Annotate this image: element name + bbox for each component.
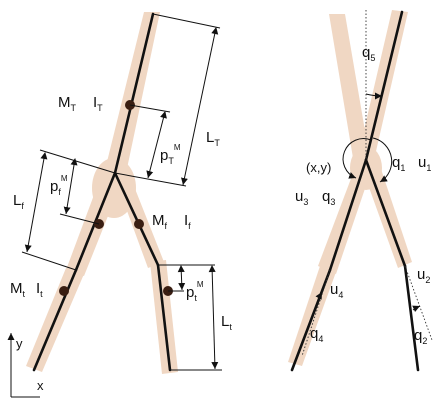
back-mass-label: Mt [10,280,26,299]
pf-ext-bottom [59,213,100,225]
front-mass-label: Mf [152,212,168,231]
trunk-inertia-label: IT [93,94,103,113]
trunk-length-label: LT [206,129,220,148]
Lf-ext-bottom [21,251,77,271]
Lf-dimension-arrow [24,152,48,253]
right-back-shank-line [290,268,332,372]
right-front-shank-line [403,264,420,372]
pt-dimension-arrow [177,265,186,291]
front-length-label: Lf [13,192,24,211]
trunk-shading [103,12,160,178]
front-shank-line [156,263,172,372]
right-limb-shading [288,10,412,366]
back-length-label: Lt [221,313,232,332]
q4-label: q4 [310,325,323,344]
trunk-line [113,12,155,175]
left-model: MT IT pTM LT Lf pfM Mf If ptM Lt Mt It y… [7,12,232,398]
LT-ext-bottom [114,172,187,187]
coordinate-axes: y x [7,333,44,398]
back-inertia-label: It [36,280,43,299]
q3-label: q3 [322,188,335,207]
q3-arc [342,138,372,179]
dimension-lines [21,13,222,371]
front-mass-point [134,219,144,229]
front-thigh-line [113,171,160,267]
reference-lines [301,10,433,357]
pT-dimension-arrow [146,111,167,179]
q5-label: q5 [362,44,375,63]
back-shank-mass-point [59,286,69,296]
front-thigh-extension [404,265,433,341]
right-back-thigh-line [328,158,368,272]
angle-arcs [315,92,421,313]
right-model: q5 (x,y) q1 u1 u3 q3 u4 q4 u2 q2 [288,10,433,372]
front-offset-label: pfM [50,174,68,197]
hip-position-label: (x,y) [306,160,331,175]
pT-ext-top [129,104,171,113]
y-axis-label: y [16,336,23,351]
right-front-thigh-line [364,158,407,268]
right-back-thigh-shading [318,160,372,274]
u1-label: u1 [418,154,431,173]
trunk-offset-label: pTM [160,143,181,166]
right-hip-shading [350,146,382,190]
back-offset-label: ptM [186,280,204,303]
u4-label: u4 [330,281,343,300]
q5-arc [365,92,383,100]
left-limb-shading [26,12,178,374]
right-skeleton [290,10,420,372]
trunk-mass-label: MT [58,94,77,113]
Lf-ext-top [39,149,116,174]
back-thigh-extension [301,269,331,357]
LT-ext-top [152,13,221,29]
right-trunk-line [364,10,404,162]
left-skeleton [32,12,172,372]
u2-label: u2 [417,266,430,285]
right-back-trunk-shading [329,14,370,164]
Lt-dimension-arrow [208,265,219,370]
front-inertia-label: If [184,212,191,231]
hip-shading [92,158,136,218]
q2-label: q2 [414,327,427,346]
x-axis-label: x [37,378,44,393]
back-shank-line [32,268,78,372]
u3-label: u3 [295,188,308,207]
q2-arc [412,305,421,313]
q4-arc [315,291,323,303]
q1-label: q1 [392,154,405,173]
pf-dimension-arrow [63,158,78,215]
LT-dimension-arrow [181,27,219,186]
q1-arc [372,137,393,183]
